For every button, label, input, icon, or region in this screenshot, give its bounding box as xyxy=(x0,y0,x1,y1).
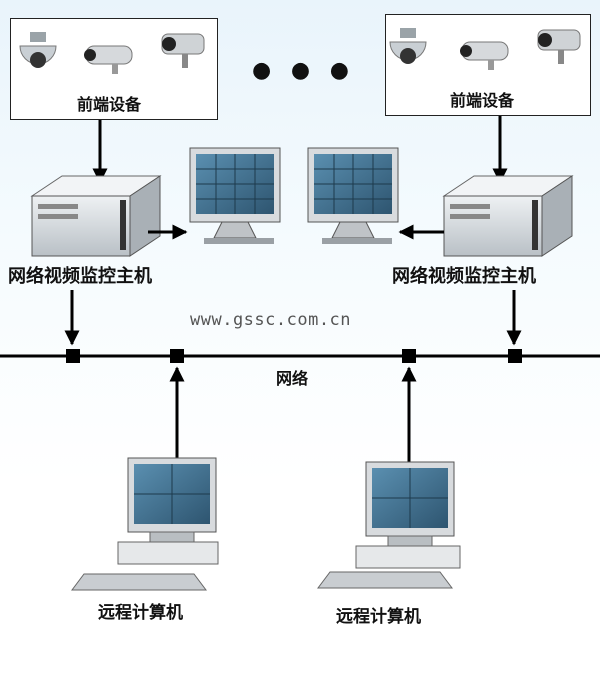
host-server-left xyxy=(30,175,162,257)
host-label-right: 网络视频监控主机 xyxy=(392,266,536,287)
remote-computer-label-left: 远程计算机 xyxy=(98,603,183,623)
remote-computer-left-icon xyxy=(71,457,219,591)
host-server-right xyxy=(442,175,574,257)
front-equipment-label: 前端设备 xyxy=(450,91,515,110)
network-node xyxy=(66,349,80,363)
host-label-left: 网络视频监控主机 xyxy=(8,266,152,287)
remote-computer-label-right: 远程计算机 xyxy=(336,607,421,627)
network-node xyxy=(508,349,522,363)
network-node xyxy=(170,349,184,363)
network-node xyxy=(402,349,416,363)
network-label: 网络 xyxy=(276,369,309,388)
watermark-text: www.gssc.com.cn xyxy=(190,310,352,330)
remote-computer-right-icon xyxy=(317,461,461,589)
front-equipment-box-left: 前端设备 xyxy=(10,18,218,120)
monitor-right-icon xyxy=(307,147,399,244)
front-equipment-box-right: 前端设备 xyxy=(385,14,591,116)
monitor-left-icon xyxy=(189,147,281,244)
front-equipment-label: 前端设备 xyxy=(77,95,142,114)
ellipsis-dots: ● ● ● xyxy=(252,58,355,83)
